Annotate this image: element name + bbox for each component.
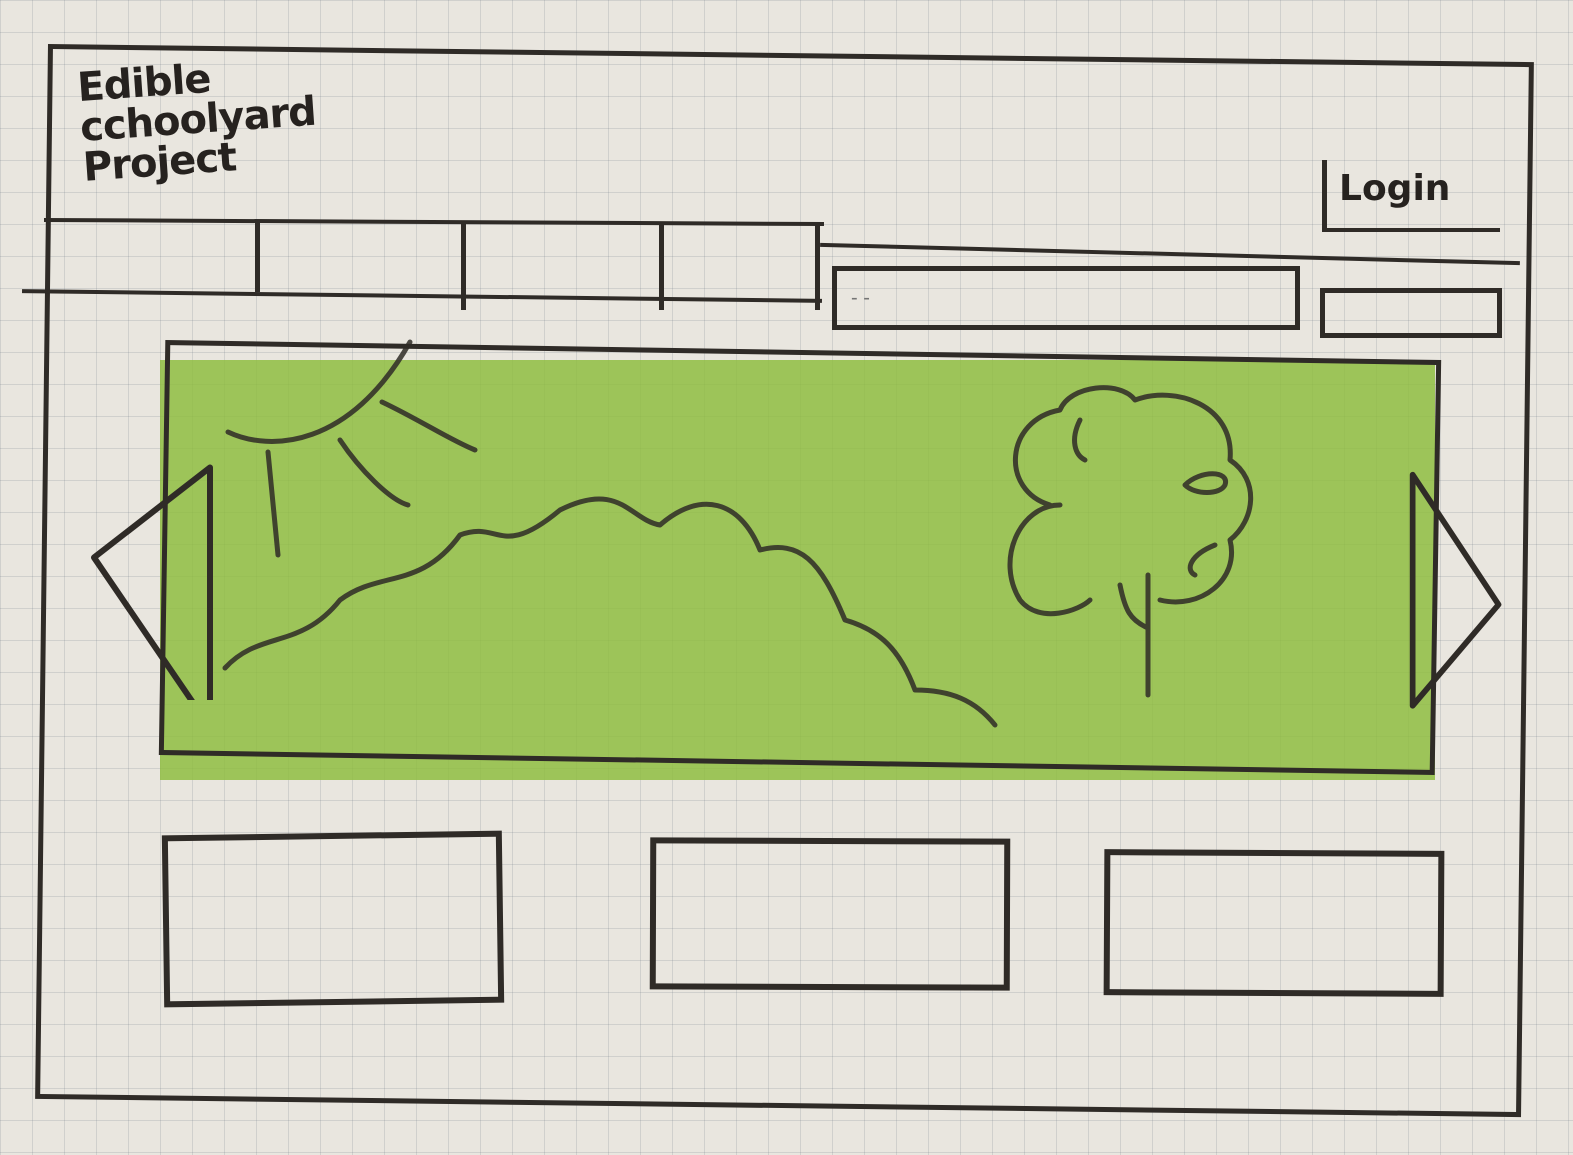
- chevron-right-icon: [1413, 475, 1499, 706]
- content-card-2[interactable]: [650, 837, 1011, 990]
- chevron-left-icon: [94, 468, 210, 701]
- login-link[interactable]: Login: [1322, 160, 1500, 232]
- search-input[interactable]: [832, 266, 1300, 330]
- nav-tab-1[interactable]: [52, 222, 260, 292]
- search-button[interactable]: [1320, 288, 1502, 338]
- nav-tab-4[interactable]: [664, 222, 820, 310]
- carousel-prev-arrow[interactable]: [82, 415, 222, 700]
- site-logo[interactable]: Edible cchoolyard Project: [76, 52, 314, 188]
- content-card-1[interactable]: [162, 831, 504, 1008]
- content-card-3[interactable]: [1104, 849, 1445, 997]
- nav-tab-3[interactable]: [466, 222, 664, 310]
- carousel-next-arrow[interactable]: [1405, 470, 1510, 720]
- nav-tab-2[interactable]: [260, 222, 466, 310]
- hero-image-frame: [159, 340, 1441, 775]
